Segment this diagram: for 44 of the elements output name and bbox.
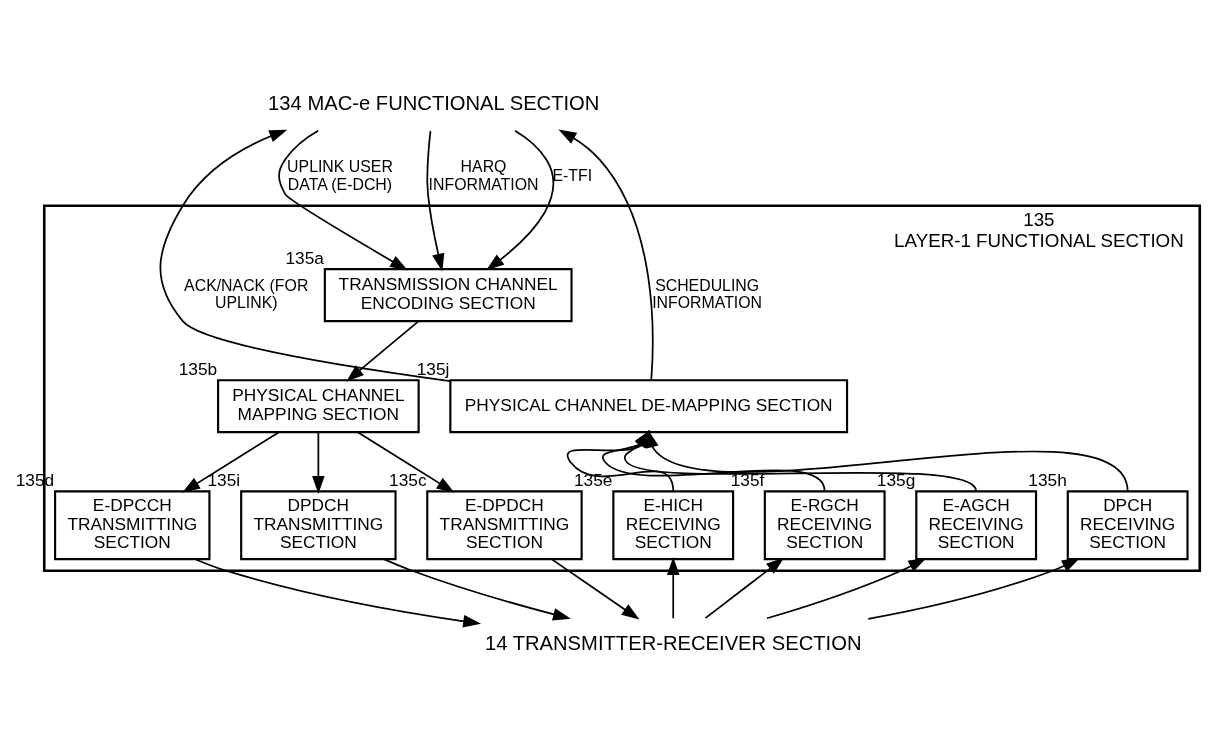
node-text: 134 MAC-e FUNCTIONAL SECTION — [268, 91, 600, 114]
node-box: TRANSMISSION CHANNEL ENCODING SECTION — [323, 267, 573, 322]
arrow — [194, 557, 482, 627]
arrow — [182, 430, 280, 493]
node-box: DPDCH TRANSMITTING SECTION — [240, 489, 397, 560]
arrow — [766, 557, 927, 619]
arrow — [383, 558, 571, 620]
node-label: 135g — [876, 469, 916, 490]
edge-label: HARQ INFORMATION — [428, 157, 539, 193]
arrow — [666, 556, 680, 619]
node-box: E-DPDCH TRANSMITTING SECTION — [426, 489, 583, 560]
node-label: 135h — [1028, 469, 1067, 490]
arrow — [159, 129, 451, 382]
node-label: 135a — [285, 247, 324, 268]
node-label: 135e — [573, 469, 613, 490]
node-box: E-AGCH RECEIVING SECTION — [915, 489, 1038, 560]
arrow — [356, 430, 455, 493]
node-label: 135c — [389, 469, 427, 490]
node-box: DPCH RECEIVING SECTION — [1066, 489, 1189, 560]
node-label: 135 — [1023, 208, 1055, 230]
node-box: E-RGCH RECEIVING SECTION — [763, 489, 886, 560]
node-box: PHYSICAL CHANNEL MAPPING SECTION — [217, 378, 420, 433]
node-label: 135f — [730, 469, 765, 490]
arrow — [551, 558, 640, 620]
arrow — [867, 557, 1080, 620]
edge-label: SCHEDULING INFORMATION — [652, 276, 763, 311]
arrow — [312, 430, 325, 494]
arrow — [704, 557, 785, 619]
edge-label: ACK/NACK (FOR UPLINK) — [184, 276, 309, 311]
node-text: 14 TRANSMITTER-RECEIVER SECTION — [484, 631, 862, 654]
node-box: E-DPCCH TRANSMITTING SECTION — [54, 489, 211, 560]
node-label: 135b — [178, 358, 218, 379]
node-box: PHYSICAL CHANNEL DE-MAPPING SECTION — [449, 378, 849, 433]
arrow — [486, 129, 555, 270]
node-label: 135j — [416, 358, 450, 379]
arrow — [426, 129, 445, 272]
node-label: 135i — [207, 469, 241, 490]
edge-label: UPLINK USER DATA (E-DCH) — [287, 157, 393, 193]
edge-label: E-TFI — [552, 166, 593, 184]
arrow — [558, 129, 654, 381]
arrow — [646, 429, 1129, 492]
arrow — [278, 129, 408, 270]
node-box: E-HICH RECEIVING SECTION — [612, 489, 735, 560]
arrow — [346, 319, 420, 382]
